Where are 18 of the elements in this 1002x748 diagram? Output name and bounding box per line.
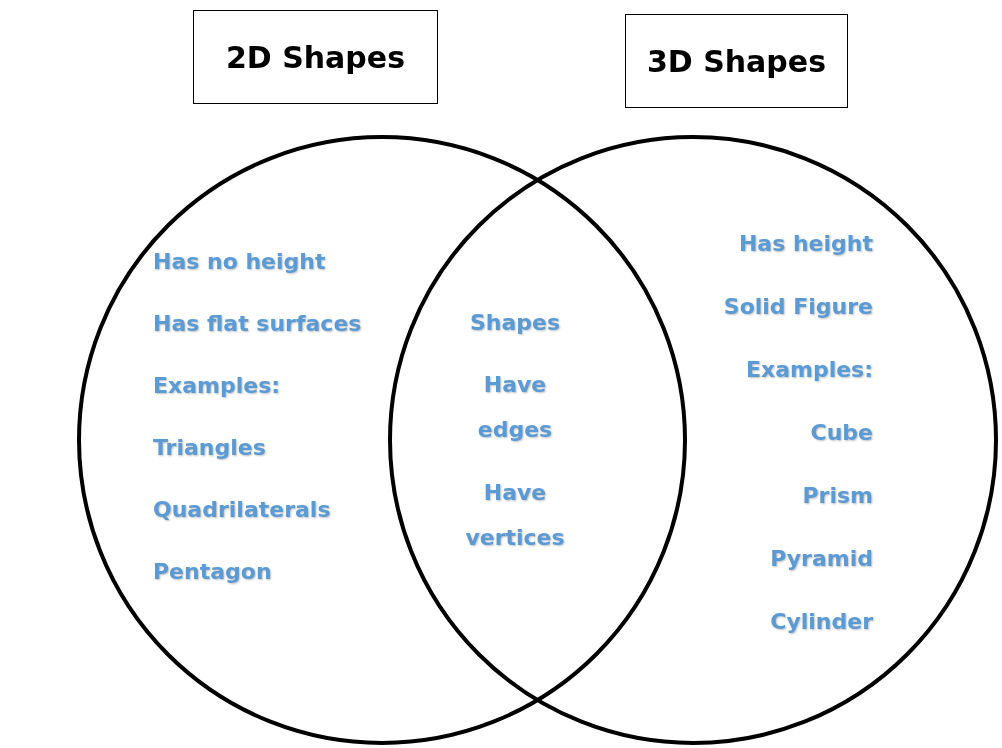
trait-text: Prism bbox=[802, 482, 873, 510]
shared-trait-text: Have edges bbox=[476, 371, 554, 444]
trait-text: Triangles bbox=[153, 434, 266, 462]
heading-box: 2D Shapes bbox=[193, 10, 438, 104]
shared-trait-text: Have vertices bbox=[464, 479, 566, 552]
trait-text: Has no height bbox=[153, 248, 326, 276]
trait-text: Solid Figure bbox=[723, 293, 873, 321]
trait-text: Has height bbox=[738, 230, 873, 258]
heading-box: 3D Shapes bbox=[625, 14, 848, 108]
trait-text: Quadrilaterals bbox=[153, 496, 331, 524]
trait-text: Examples: bbox=[153, 372, 281, 400]
trait-text: Examples: bbox=[745, 356, 873, 384]
shared-trait-text: Shapes bbox=[468, 309, 562, 337]
trait-text: Cube bbox=[810, 419, 873, 447]
trait-text: Pentagon bbox=[153, 558, 272, 586]
trait-text: Cylinder bbox=[770, 608, 873, 636]
trait-text: Has flat surfaces bbox=[153, 310, 362, 338]
trait-text: Pyramid bbox=[770, 545, 873, 573]
